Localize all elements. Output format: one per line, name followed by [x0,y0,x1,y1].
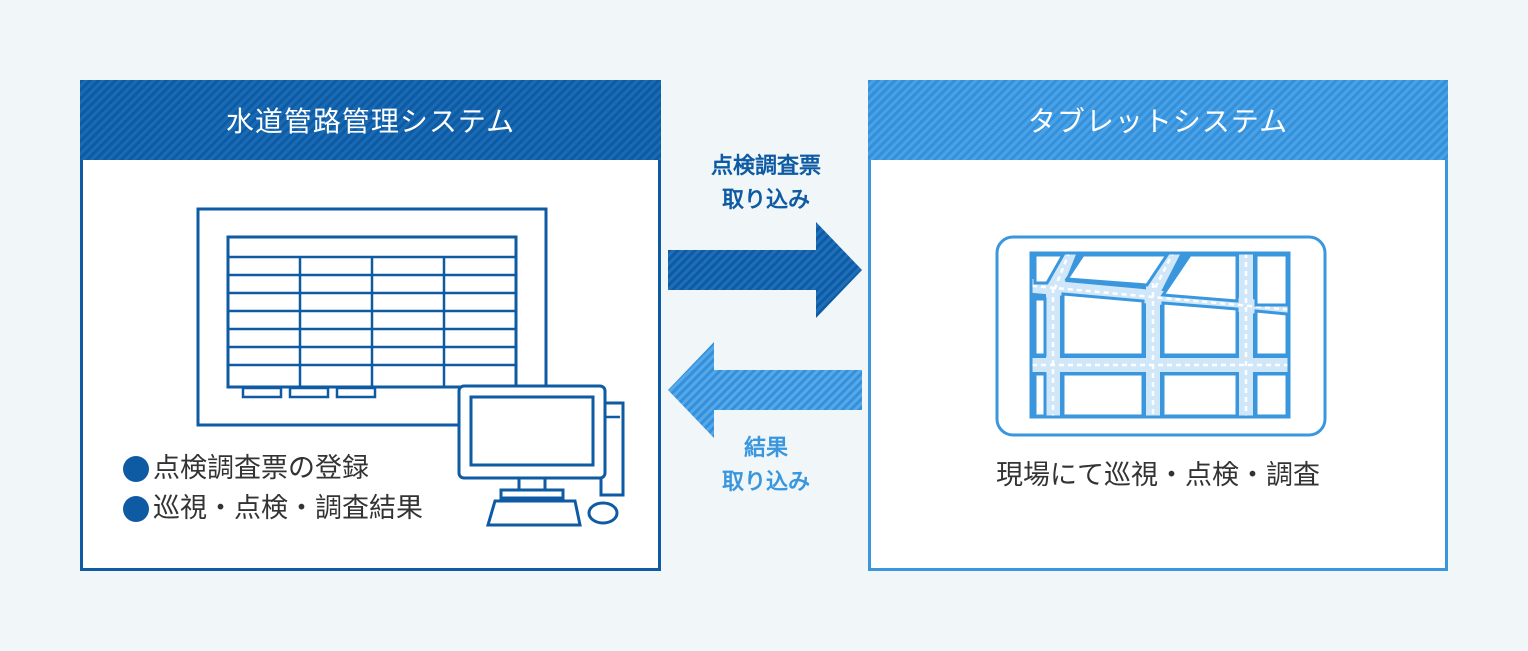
field-work-caption: 現場にて巡視・点検・調査 [996,460,1320,491]
bullet-icon [123,456,149,482]
tablet-map-icon [995,235,1327,437]
desktop-computer-icon [457,384,625,527]
registered-items-list: 点検調査票の登録 巡視・点検・調査結果 [123,449,423,529]
list-item-label: 巡視・点検・調査結果 [153,493,423,524]
list-item-label: 点検調査票の登録 [153,453,369,484]
import-results-label: 結果 取り込み [666,432,866,500]
tablet-system-panel: タブレットシステム [868,80,1448,571]
left-arrow-icon [668,342,862,438]
arrow-label-line: 取り込み [721,470,810,495]
arrow-label-line: 取り込み [721,188,810,213]
tablet-system-title: タブレットシステム [868,80,1448,160]
list-item: 点検調査票の登録 [123,449,423,489]
bullet-icon [123,496,149,522]
right-arrow-icon [668,222,862,318]
arrow-label-line: 点検調査票 [710,154,821,179]
import-inspection-sheet-label: 点検調査票 取り込み [666,150,866,218]
spreadsheet-icon [196,207,548,427]
water-pipe-system-title: 水道管路管理システム [80,80,661,160]
water-pipe-system-panel: 水道管路管理システム [80,80,661,571]
arrow-label-line: 結果 [743,436,788,461]
list-item: 巡視・点検・調査結果 [123,489,423,529]
